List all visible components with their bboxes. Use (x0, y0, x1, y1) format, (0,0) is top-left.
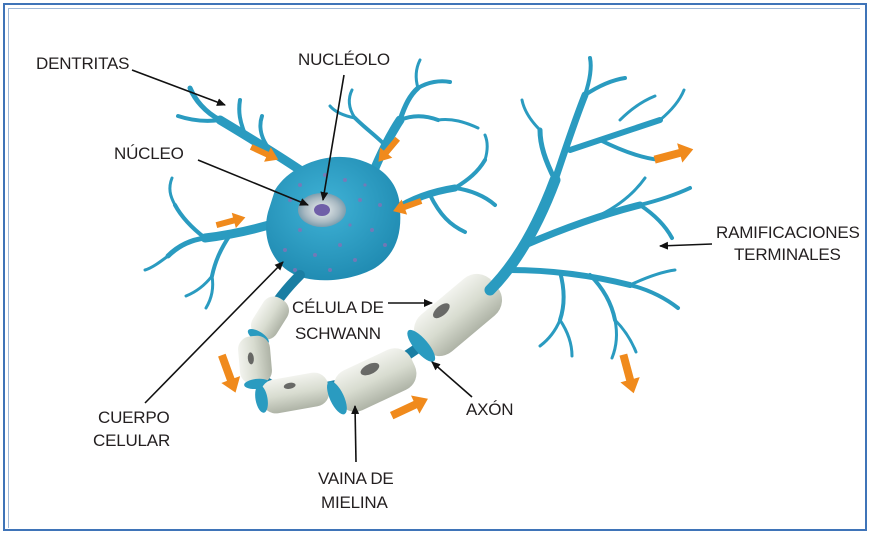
label-ramificaciones-2: TERMINALES (734, 245, 841, 264)
label-cuerpo-2: CELULAR (93, 431, 170, 450)
label-ramificaciones-1: RAMIFICACIONES (716, 223, 860, 242)
label-axon: AXÓN (466, 400, 513, 419)
label-cuerpo-1: CUERPO (98, 408, 170, 427)
label-nucleo: NÚCLEO (114, 144, 184, 163)
leader-dentritas (132, 70, 225, 105)
leader-ramificaciones (660, 244, 712, 246)
label-dentritas: DENTRITAS (36, 54, 129, 73)
signal-arrow (652, 140, 696, 170)
terminal-branches (490, 58, 690, 358)
label-vaina-1: VAINA DE (318, 469, 394, 488)
label-celula-1: CÉLULA DE (292, 298, 384, 317)
leader-vaina (355, 406, 356, 462)
label-celula-2: SCHWANN (295, 324, 381, 343)
label-nucleolo: NUCLÉOLO (298, 50, 390, 69)
leader-axon (432, 362, 472, 397)
label-vaina-2: MIELINA (321, 493, 388, 512)
myelin-sheath (237, 266, 510, 421)
nucleolus (314, 204, 330, 216)
signal-arrow (614, 352, 644, 396)
